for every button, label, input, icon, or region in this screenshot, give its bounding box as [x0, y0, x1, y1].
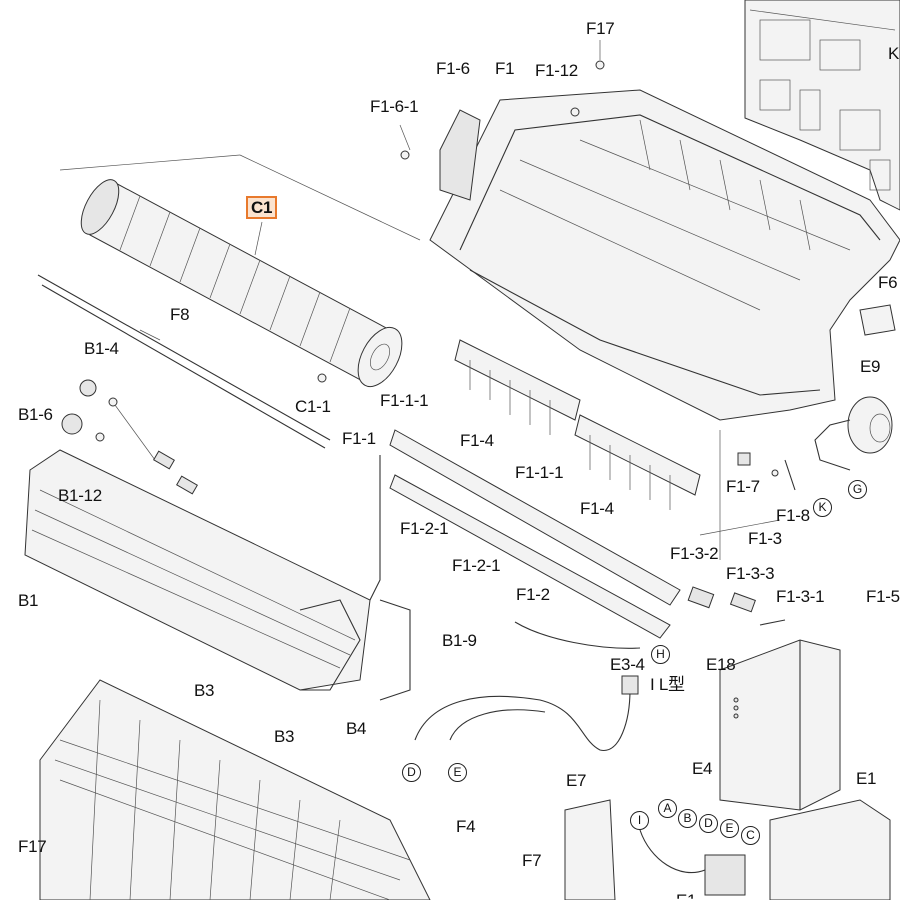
connector-g: G: [848, 480, 867, 499]
label-f1-2-1-a: F1-2-1: [400, 519, 449, 538]
wiring-harness: [414, 675, 639, 751]
label-f1: F1: [495, 59, 515, 78]
pcb-assembly: [564, 799, 891, 900]
leader-lines: [254, 40, 781, 560]
label-e7: E7: [566, 771, 587, 790]
label-c1-1: C1-1: [295, 397, 331, 416]
label-f1-1-1-a: F1-1-1: [380, 391, 429, 410]
label-b1: B1: [18, 591, 39, 610]
label-b1-9: B1-9: [442, 631, 477, 650]
label-b3-b: B3: [274, 727, 295, 746]
support-bar: [37, 274, 331, 449]
main-chassis: [429, 89, 900, 421]
label-e3-4: E3-4: [610, 655, 645, 674]
label-f8: F8: [170, 305, 190, 324]
label-f1-1: F1-1: [342, 429, 376, 448]
label-e-cut: E1: [676, 891, 697, 910]
connector-h: H: [651, 645, 670, 664]
label-c1-highlighted: C1: [246, 196, 278, 219]
label-f1-6: F1-6: [436, 59, 470, 78]
label-f7: F7: [522, 851, 542, 870]
label-b3-a: B3: [194, 681, 215, 700]
rails: [389, 429, 681, 639]
label-f1-2-1-b: F1-2-1: [452, 556, 501, 575]
label-e4: E4: [692, 759, 713, 778]
label-f1-3-3: F1-3-3: [726, 564, 775, 583]
label-f1-8: F1-8: [776, 506, 810, 525]
label-e9: E9: [860, 357, 881, 376]
label-f1-4-a: F1-4: [460, 431, 494, 450]
connector-b: B: [678, 809, 697, 828]
label-b4: B4: [346, 719, 367, 738]
label-f1-3: F1-3: [748, 529, 782, 548]
label-f6: F6: [878, 273, 898, 292]
label-f1-3-2: F1-3-2: [670, 544, 719, 563]
label-e18: E18: [706, 655, 736, 674]
label-f17-bottom: F17: [18, 837, 47, 856]
label-i-type: I L型: [650, 675, 685, 694]
connector-a: A: [658, 799, 677, 818]
back-plate: [744, 0, 900, 211]
connector-k: K: [813, 498, 832, 517]
label-f17-top: F17: [586, 19, 615, 38]
label-b1-12: B1-12: [58, 486, 102, 505]
label-b1-4: B1-4: [84, 339, 119, 358]
small-parts: [61, 60, 605, 461]
label-e1: E1: [856, 769, 877, 788]
label-k-top: K: [888, 44, 900, 63]
label-f1-3-1: F1-3-1: [776, 587, 825, 606]
control-box: [719, 639, 841, 811]
label-f1-1-1-b: F1-1-1: [515, 463, 564, 482]
misc-parts: [514, 304, 896, 649]
connector-i: I: [630, 811, 649, 830]
connector-c: C: [741, 826, 760, 845]
front-grille: [39, 679, 431, 900]
label-f4: F4: [456, 817, 476, 836]
label-f1-6-1: F1-6-1: [370, 97, 419, 116]
cross-flow-fan: [59, 154, 421, 387]
label-f1-2: F1-2: [516, 585, 550, 604]
connector-e2: E: [720, 819, 739, 838]
louvers: [454, 339, 701, 510]
fan-motor: [814, 396, 893, 471]
evaporator-coil: [24, 449, 411, 701]
label-f1-12: F1-12: [535, 61, 578, 80]
connector-e: E: [448, 763, 467, 782]
connector-d: D: [402, 763, 421, 782]
label-f1-7: F1-7: [726, 477, 760, 496]
label-f1-5: F1-5: [866, 587, 900, 606]
label-b1-6: B1-6: [18, 405, 53, 424]
connector-d2: D: [699, 814, 718, 833]
label-f1-4-b: F1-4: [580, 499, 614, 518]
